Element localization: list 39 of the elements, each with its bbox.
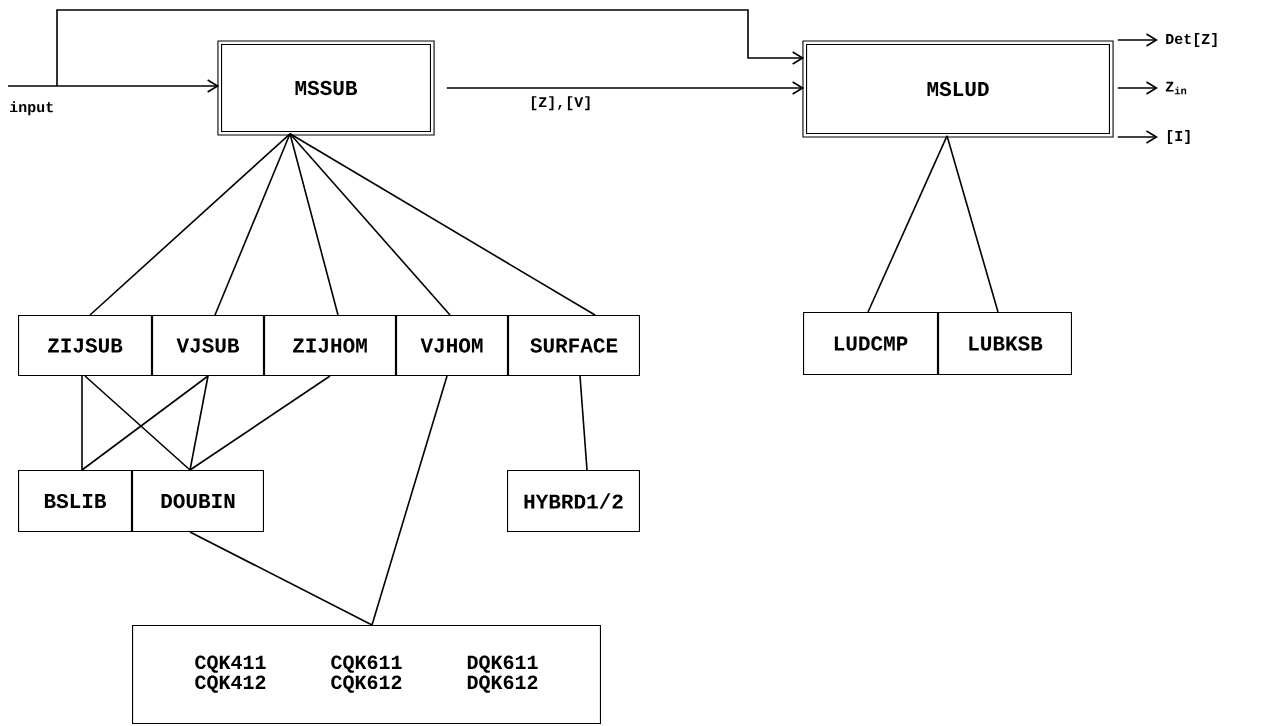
arrow xyxy=(7,79,220,93)
connector-line xyxy=(189,531,373,626)
routine-box: ZIJSUB xyxy=(18,315,152,376)
connector-line xyxy=(81,375,83,471)
connector-line xyxy=(189,375,331,471)
connector-line xyxy=(84,375,191,471)
arrow xyxy=(1117,130,1158,144)
edge-label: Z$_{in}$ xyxy=(1164,80,1189,96)
connector-line xyxy=(214,133,291,316)
connector-line xyxy=(289,133,451,316)
arrow xyxy=(446,81,805,95)
connector-line xyxy=(867,135,948,313)
connector-line xyxy=(289,133,339,316)
routine-box: VJSUB xyxy=(152,315,264,376)
connector-line xyxy=(189,375,209,471)
routine-box: HYBRD1/2 xyxy=(507,470,640,532)
edge-label: [I] xyxy=(1164,129,1194,145)
routine-box: ZIJHOM xyxy=(264,315,396,376)
routine-list-box: CQK411 CQK611 DQK611 CQK412 CQK612 DQK612 xyxy=(132,625,601,724)
routine-box: LUDCMP xyxy=(803,312,938,375)
arrow xyxy=(1117,33,1158,47)
connector-line xyxy=(89,133,291,316)
routine-box: DOUBIN xyxy=(132,470,264,532)
routine-box: SURFACE xyxy=(508,315,640,376)
connector-line xyxy=(579,375,588,471)
edge-label: [Z],[V] xyxy=(528,95,594,112)
arrow xyxy=(56,9,805,87)
connector-line xyxy=(289,133,596,316)
module-box: MSLUD xyxy=(802,40,1114,138)
edge-label: input xyxy=(8,100,56,117)
connector-line xyxy=(371,375,448,626)
routine-box: VJHOM xyxy=(396,315,508,376)
arrow xyxy=(1117,81,1158,95)
edge-label: Det[Z] xyxy=(1164,32,1221,48)
routine-box: BSLIB xyxy=(18,470,132,532)
connector-line xyxy=(81,375,209,471)
module-box: MSSUB xyxy=(217,40,435,136)
routine-box: LUBKSB xyxy=(938,312,1072,375)
connector-line xyxy=(946,135,999,313)
